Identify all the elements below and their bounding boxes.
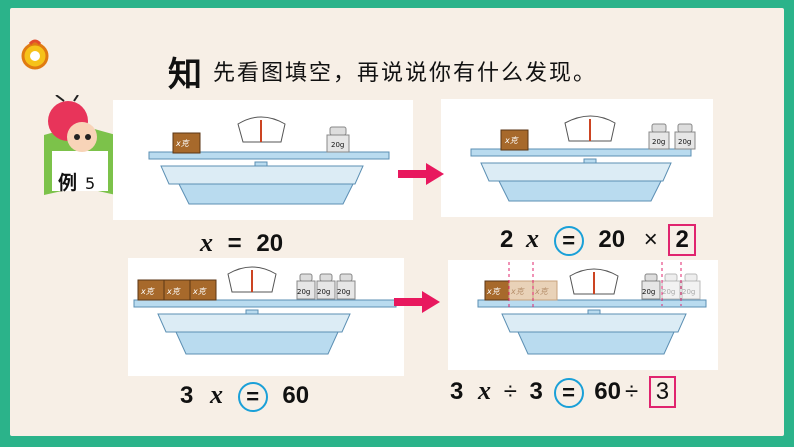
scale-panel-1: x克 20g bbox=[113, 100, 413, 220]
weight-unknown-2: x克 bbox=[505, 136, 518, 145]
equals-circle: = bbox=[237, 381, 268, 412]
balance-scale-icon bbox=[477, 262, 707, 355]
weight-known-2b: 20g bbox=[678, 138, 692, 146]
scale-panel-2: x克 20g 20g bbox=[441, 99, 713, 217]
scale-panel-4: x克 x克 x克 20g 20g 20g bbox=[448, 260, 718, 370]
title-zhi: 知 bbox=[168, 55, 202, 95]
scale-panel-3: x克 x克 x克 20g 20g 20g bbox=[128, 258, 404, 376]
example-badge bbox=[44, 95, 116, 195]
equals-circle: = bbox=[553, 377, 584, 408]
logo-icon bbox=[21, 39, 49, 70]
weight-known-4b: 20g bbox=[662, 288, 676, 296]
weight-known-2a: 20g bbox=[652, 138, 666, 146]
arrow-right-icon bbox=[398, 163, 444, 185]
equals-circle: = bbox=[553, 225, 584, 256]
weight-unknown-3b: x克 bbox=[167, 287, 180, 296]
weight-unknown-1: x克 bbox=[176, 139, 189, 148]
equation-1: x = 20 bbox=[200, 228, 284, 257]
weight-known-1: 20g bbox=[331, 141, 345, 149]
balance-scale-icon bbox=[470, 115, 696, 202]
weight-known-4a: 20g bbox=[642, 288, 656, 296]
equation-2: 2 x = 20 × 2 bbox=[500, 224, 696, 256]
weight-unknown-3c: x克 bbox=[193, 287, 206, 296]
arrow-right-icon bbox=[394, 291, 440, 313]
weight-known-4c: 20g bbox=[682, 288, 696, 296]
equation-4: 3 x ÷ 3 = 60÷ 3 bbox=[450, 376, 677, 408]
weight-unknown-4c: x克 bbox=[535, 287, 548, 296]
weight-known-3b: 20g bbox=[317, 288, 331, 296]
title-prompt: 先看图填空，再说说你有什么发现。 bbox=[213, 61, 598, 86]
equation-3: 3 x = 60 bbox=[180, 380, 309, 412]
balance-scale-icon bbox=[148, 116, 390, 205]
weight-known-3a: 20g bbox=[297, 288, 311, 296]
balance-scale-icon bbox=[133, 266, 397, 355]
weight-known-3c: 20g bbox=[337, 288, 351, 296]
weight-unknown-4a: x克 bbox=[487, 287, 500, 296]
answer-box-2: 2 bbox=[668, 224, 696, 256]
weight-unknown-3a: x克 bbox=[141, 287, 154, 296]
answer-box-4: 3 bbox=[648, 376, 677, 408]
weight-unknown-4b: x克 bbox=[511, 287, 524, 296]
